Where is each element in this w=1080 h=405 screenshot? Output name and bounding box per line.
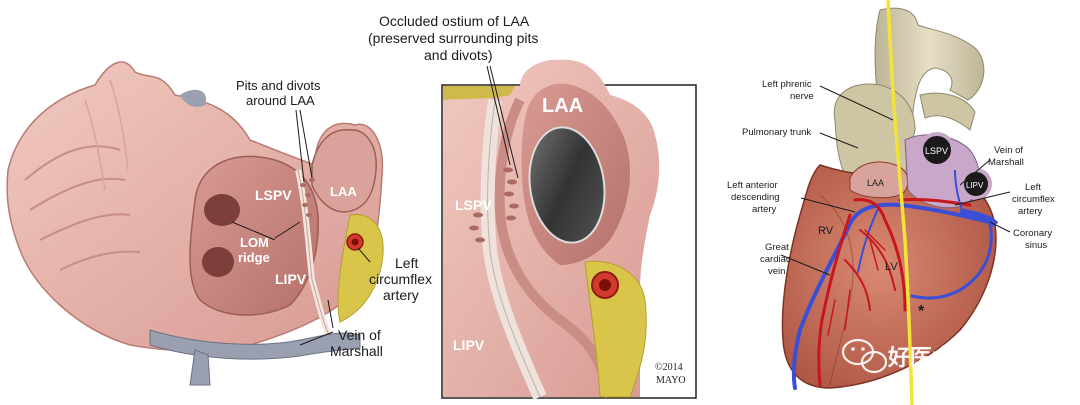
occluder-device	[528, 126, 606, 244]
left-leader-lines	[231, 109, 371, 346]
pulm-trunk-label: Pulmonary trunk	[742, 127, 811, 138]
lipv-opening	[202, 247, 234, 277]
laa-label: LAA	[330, 184, 357, 199]
left-heart-illustration	[6, 61, 384, 386]
copyright-year: ©2014	[655, 362, 683, 373]
right-lipv-label: LIPV	[966, 181, 984, 190]
laa-lobe	[311, 129, 377, 213]
middle-panel	[441, 59, 697, 400]
middle-leader-lines	[486, 65, 519, 179]
gcv-label-line1: Great	[765, 242, 789, 253]
vein-of-marshall-tube	[149, 329, 361, 360]
middle-panel-labels: Occluded ostium of LAA (preserved surrou…	[368, 13, 686, 386]
vom-label-line1: Vein of	[338, 327, 381, 343]
cs-label-line2: sinus	[1025, 240, 1047, 251]
lspv-vessel	[919, 132, 955, 168]
middle-lipv-label: LIPV	[453, 337, 485, 353]
right-vom-label-line1: Vein of	[994, 145, 1023, 156]
right-lspv-label: LSPV	[925, 146, 948, 156]
right-panel	[708, 0, 1080, 405]
lcx-label-line2: circumflex	[369, 271, 432, 287]
right-lcx-label-line2: circumflex	[1012, 194, 1055, 205]
phrenic-label-line1: Left phrenic	[762, 79, 812, 90]
phrenic-nerve	[886, 0, 914, 405]
right-laa-label: LAA	[867, 178, 884, 188]
lad-label-line3: artery	[752, 204, 777, 215]
right-mayo-mark: MAYO	[928, 367, 949, 375]
lcx-label-line3: artery	[383, 287, 419, 303]
occluded-title-line1: Occluded ostium of LAA	[379, 13, 530, 29]
occluded-title-line3: and divots)	[424, 47, 492, 63]
lv-label: LV	[885, 261, 898, 273]
copyright-mayo: MAYO	[656, 375, 686, 386]
right-vom-label-line2: Marshall	[988, 157, 1024, 168]
occluded-title-line2: (preserved surrounding pits	[368, 30, 538, 46]
gcv-label-line2: cardiac	[760, 254, 791, 265]
lipv-label: LIPV	[275, 271, 307, 287]
coronary-arteries	[817, 197, 972, 387]
right-lcx-label-line1: Left	[1025, 182, 1041, 193]
asterisk-mark: *	[918, 303, 925, 320]
right-panel-labels: Left phrenic nerve Pulmonary trunk Left …	[727, 79, 1055, 375]
right-lcx-label-line3: artery	[1018, 206, 1043, 217]
lad-label-line1: Left anterior	[727, 180, 778, 191]
pits-label-line2: around LAA	[246, 93, 315, 108]
right-leader-lines	[780, 85, 1011, 276]
gcv-label-line3: vein	[768, 266, 785, 277]
left-panel-labels: Pits and divots around LAA LSPV LAA LOM …	[236, 78, 432, 359]
cs-label-line1: Coronary	[1013, 228, 1052, 239]
cardiac-veins	[791, 202, 993, 390]
middle-lspv-label: LSPV	[455, 197, 492, 213]
watermark: 好医术心学院	[841, 338, 1020, 374]
watermark-text: 好医术心学院	[887, 345, 1020, 371]
lom-label-line2: ridge	[238, 250, 270, 265]
lspv-opening	[204, 194, 240, 226]
vom-label-line2: Marshall	[330, 343, 383, 359]
lcx-label-line1: Left	[395, 255, 418, 271]
middle-laa-label: LAA	[542, 95, 583, 117]
pulmonary-trunk	[833, 83, 916, 176]
lad-label-line2: descending	[731, 192, 780, 203]
rv-label: RV	[818, 225, 834, 237]
pits-label-line1: Pits and divots	[236, 78, 321, 93]
lom-label-line1: LOM	[240, 235, 269, 250]
lspv-label: LSPV	[255, 187, 292, 203]
wechat-icon	[841, 338, 888, 374]
phrenic-label-line2: nerve	[790, 91, 814, 102]
